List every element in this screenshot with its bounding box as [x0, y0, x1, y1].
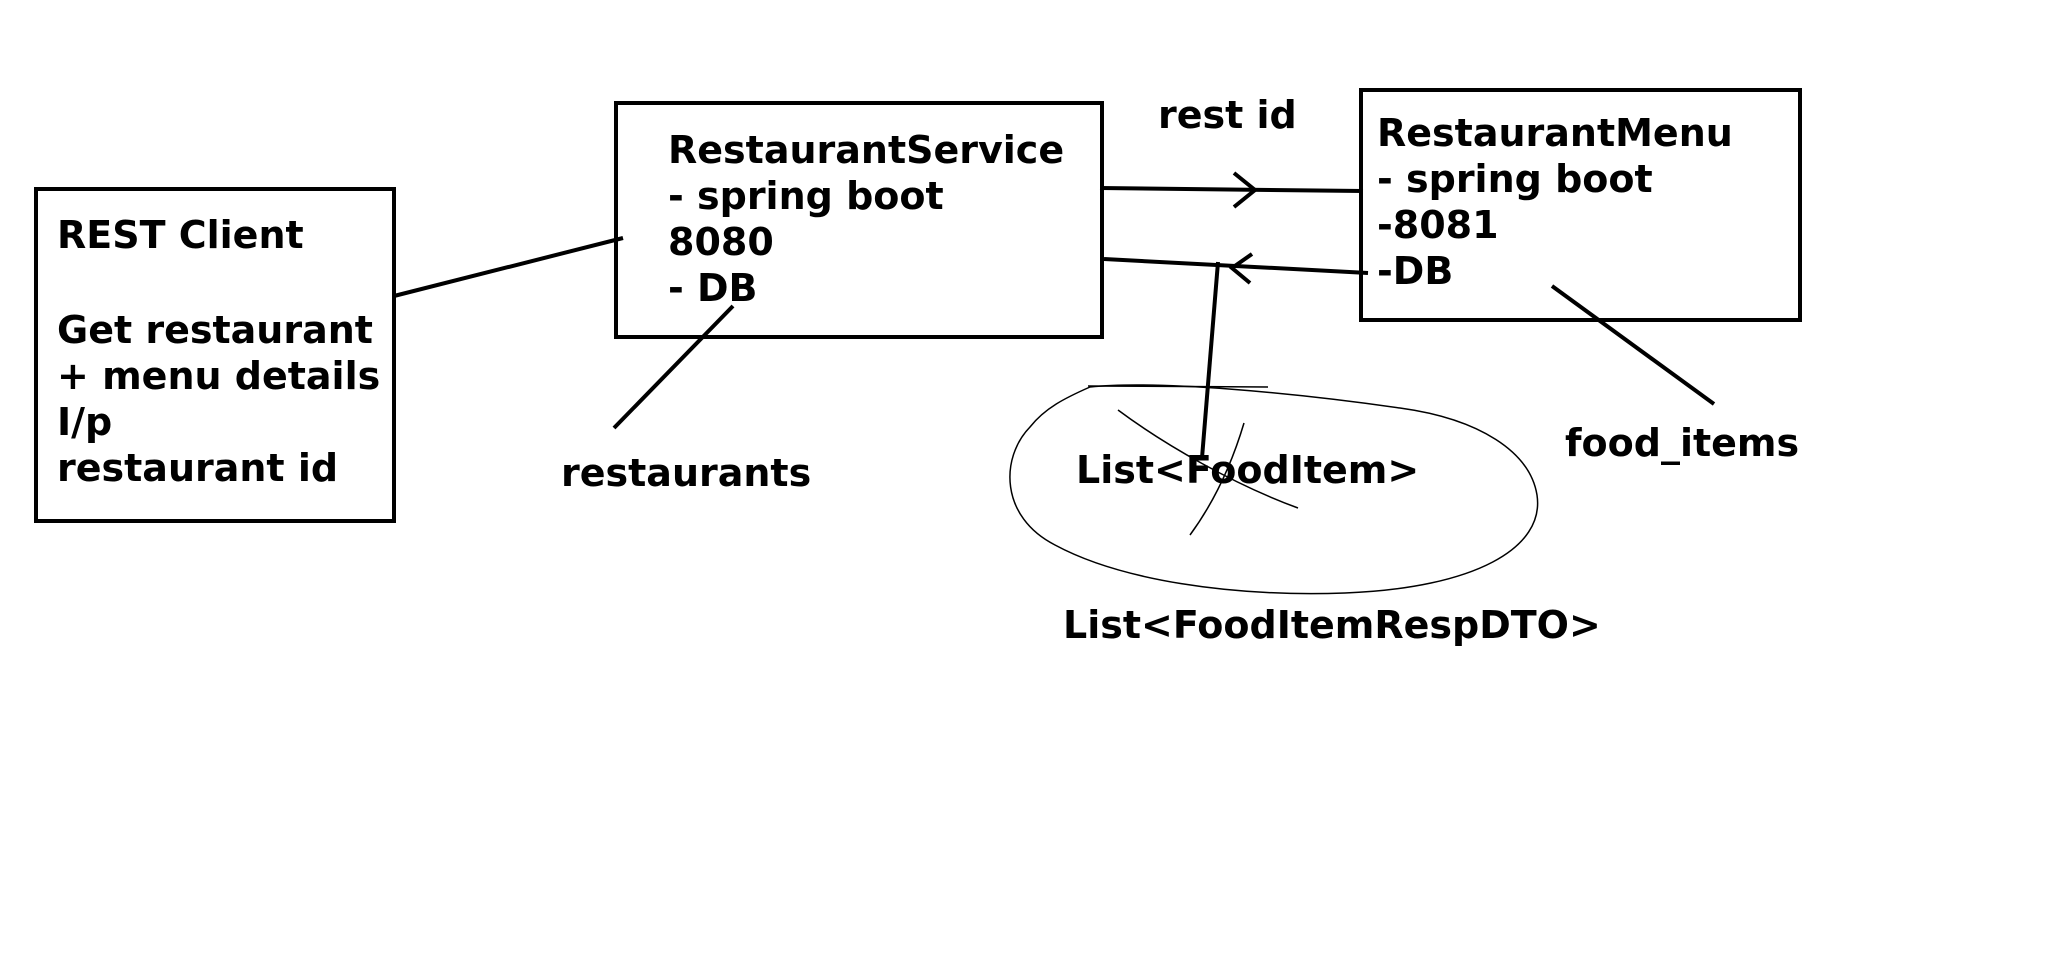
label-list-food-item: List<FoodItem>: [1076, 448, 1419, 492]
restaurant-menu-db: -DB: [1377, 249, 1453, 293]
restaurant-menu-border: [1359, 88, 1802, 322]
label-list-food-item-resp-dto: List<FoodItemRespDTO>: [1063, 603, 1601, 647]
restaurant-menu-box: RestaurantMenu - spring boot -8081 -DB: [1359, 88, 1802, 322]
restaurant-service-port: 8080: [668, 220, 774, 264]
request-arrowhead-icon: [1232, 171, 1259, 209]
rest-client-input-value: restaurant id: [57, 446, 338, 490]
rest-client-title: REST Client: [57, 213, 304, 257]
restaurant-menu-port: -8081: [1377, 203, 1499, 247]
request-arrow-line: [1099, 186, 1364, 193]
response-arrowhead-icon: [1228, 252, 1254, 285]
strike-through-scribble: [1117, 409, 1299, 536]
restaurant-service-box: RestaurantService - spring boot 8080 - D…: [614, 101, 1104, 339]
response-to-payload-pointer: [1200, 261, 1220, 459]
rest-client-input-label: I/p: [57, 400, 112, 444]
restaurant-service-framework: - spring boot: [668, 174, 944, 218]
rest-client-box: REST Client Get restaurant + menu detail…: [34, 187, 396, 523]
scribble-stroke-1: [1117, 409, 1299, 509]
response-arrow: [1103, 252, 1369, 285]
restaurant-menu-framework: - spring boot: [1377, 157, 1653, 201]
restaurant-service-border: [614, 101, 1104, 339]
payload-ellipse-annotation: [1009, 384, 1539, 595]
label-restaurants-table: restaurants: [561, 451, 811, 495]
rest-client-desc-line2: + menu details: [57, 354, 380, 398]
restaurant-menu-title: RestaurantMenu: [1377, 111, 1733, 155]
scribble-stroke-2: [1189, 422, 1245, 536]
rest-client-border: [34, 187, 396, 523]
service-db-pointer: [612, 304, 735, 430]
restaurant-service-title: RestaurantService: [668, 128, 1064, 172]
request-arrow: [1099, 171, 1364, 209]
label-food-items-table: food_items: [1565, 421, 1799, 465]
label-rest-id: rest id: [1158, 93, 1297, 137]
rest-client-desc-line1: Get restaurant: [57, 308, 373, 352]
restaurant-service-db: - DB: [668, 266, 758, 310]
payload-ellipse-tail: [1087, 385, 1269, 388]
client-to-service-connector: [393, 236, 624, 298]
menu-db-pointer: [1550, 284, 1716, 406]
